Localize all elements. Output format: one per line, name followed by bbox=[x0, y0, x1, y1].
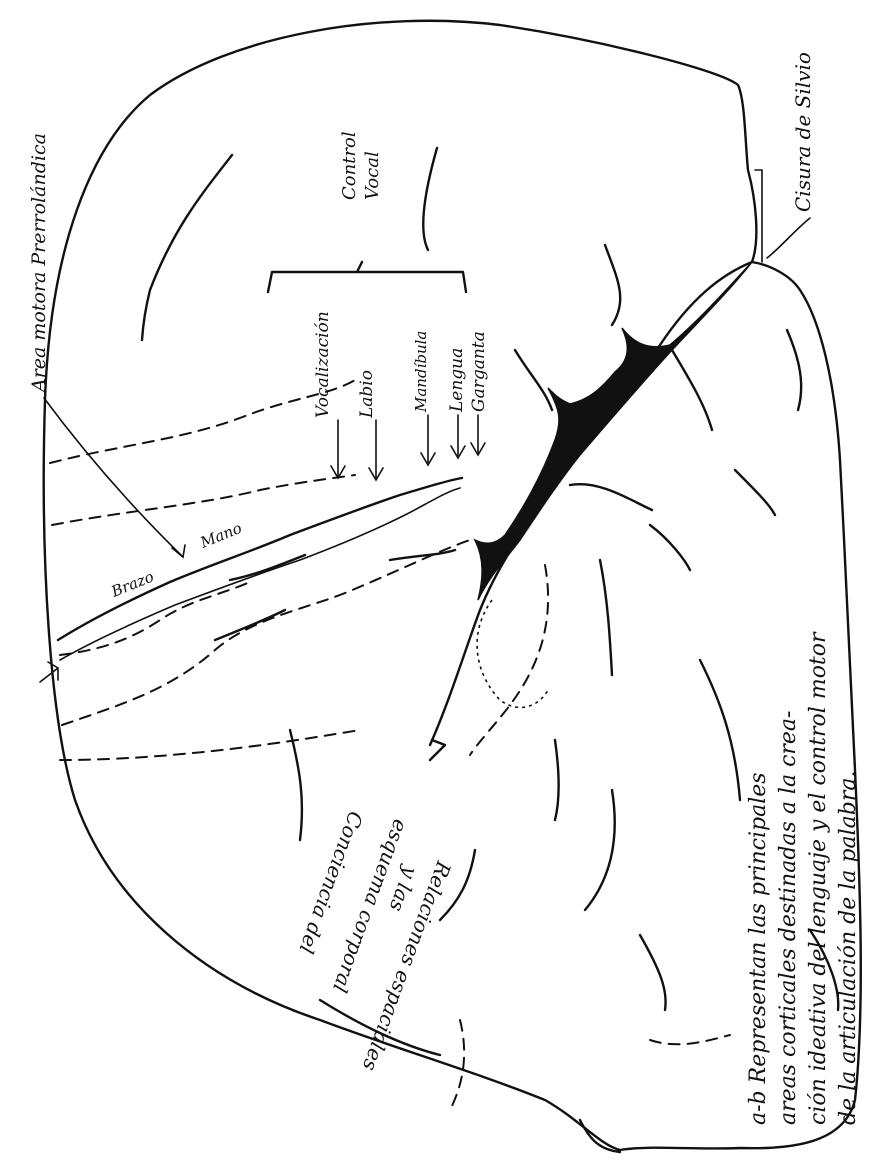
left-edge-arrow bbox=[40, 662, 58, 682]
sulcus-12 bbox=[555, 740, 559, 820]
label-brazo: Brazo bbox=[108, 568, 157, 602]
area-motora-pointer bbox=[44, 398, 183, 557]
label-cisura: Cisura de Silvio bbox=[791, 52, 815, 212]
dashed-boundary-1 bbox=[50, 380, 355, 463]
sulcus-11 bbox=[700, 660, 740, 800]
label-vocal: Vocal bbox=[362, 151, 383, 200]
sulcus-17 bbox=[230, 555, 305, 580]
label-bracket bbox=[268, 262, 466, 292]
sulcus-3 bbox=[605, 245, 620, 325]
sulcus-5 bbox=[787, 330, 801, 410]
arrow-labio bbox=[369, 420, 383, 480]
label-mandibula: Mandíbula bbox=[412, 331, 430, 413]
arrow-vocalizacion bbox=[331, 420, 345, 478]
sulcus-9 bbox=[650, 525, 690, 570]
label-lengua: Lengua bbox=[447, 348, 467, 413]
dashed-boundary-2 bbox=[52, 475, 355, 525]
label-garganta: Garganta bbox=[469, 331, 489, 412]
arrow-mandibula bbox=[421, 415, 435, 465]
arrow-garganta bbox=[471, 415, 485, 455]
label-control: Control bbox=[339, 131, 360, 200]
label-vocalizacion: Vocalización bbox=[313, 311, 333, 418]
cisura-pointer bbox=[767, 218, 810, 258]
caption-line-2: areas corticales destinadas a la crea- bbox=[776, 711, 801, 1126]
brain-outline bbox=[44, 21, 861, 1150]
sulcus-10 bbox=[600, 560, 612, 675]
dashed-boundary-8 bbox=[650, 1035, 730, 1044]
sulcus-8 bbox=[735, 470, 775, 515]
dotted-circle bbox=[477, 600, 548, 707]
caption-line-4: de la articulación de la palabra. bbox=[836, 771, 861, 1125]
sulcus-1 bbox=[142, 155, 232, 340]
sulcus-6 bbox=[515, 350, 552, 410]
dashed-boundary-5 bbox=[60, 730, 360, 760]
caption-line-3: ción ideativa del lenguaje y el control … bbox=[806, 631, 831, 1125]
label-labio: Labio bbox=[357, 370, 377, 419]
sulcus-20 bbox=[290, 730, 302, 840]
area-motora-arrowhead bbox=[172, 545, 185, 557]
sulcus-22 bbox=[430, 740, 445, 760]
sulcus-7 bbox=[570, 484, 652, 510]
sulcus-19 bbox=[215, 610, 285, 640]
label-mano: Mano bbox=[197, 519, 245, 552]
dashed-boundary-4 bbox=[62, 540, 470, 725]
sulcus-13 bbox=[585, 790, 615, 910]
sulcus-15 bbox=[640, 935, 666, 1010]
sylvian-fissure bbox=[475, 262, 752, 600]
sulcus-4 bbox=[672, 350, 712, 430]
arrow-lengua bbox=[451, 415, 465, 458]
sulcus-2 bbox=[423, 148, 437, 250]
label-area-motora: Area motora Prerrolándica bbox=[28, 133, 50, 394]
caption-line-1: a-b Representan las principales bbox=[746, 772, 771, 1125]
